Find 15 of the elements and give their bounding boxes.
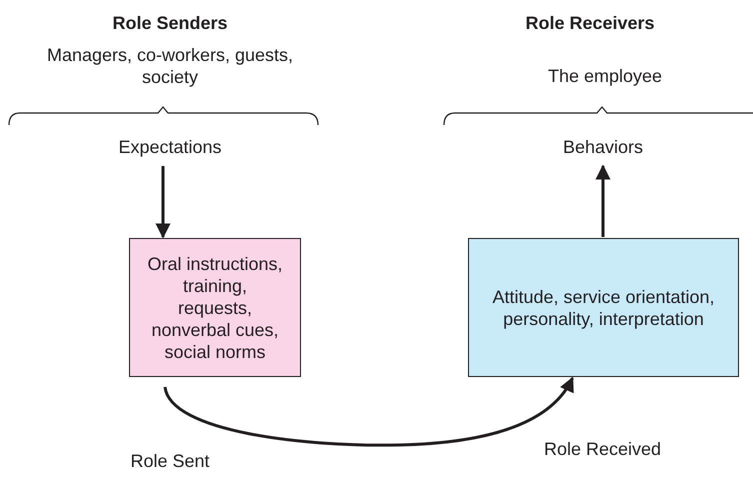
- arrow: [596, 164, 610, 237]
- box-text: Attitude, service orientation, personality, interpretation: [491, 286, 716, 330]
- node-label: Behaviors: [533, 134, 673, 160]
- text-label: The employee: [546, 65, 664, 87]
- column-heading: Role Receivers: [524, 12, 656, 34]
- process-box: [468, 238, 739, 377]
- text-label: Managers, co-workers, guests, society: [46, 44, 294, 88]
- column-heading: Role Senders: [111, 12, 229, 34]
- node-label: Expectations: [100, 134, 240, 160]
- arrow: [164, 376, 574, 447]
- text-label: Role Sent: [129, 450, 211, 472]
- text-label: Role Received: [542, 438, 662, 460]
- arrow: [156, 166, 170, 238]
- process-box: [129, 238, 301, 377]
- box-text: Oral instructions, training, requests, nonverbal cues, social norms: [146, 252, 284, 362]
